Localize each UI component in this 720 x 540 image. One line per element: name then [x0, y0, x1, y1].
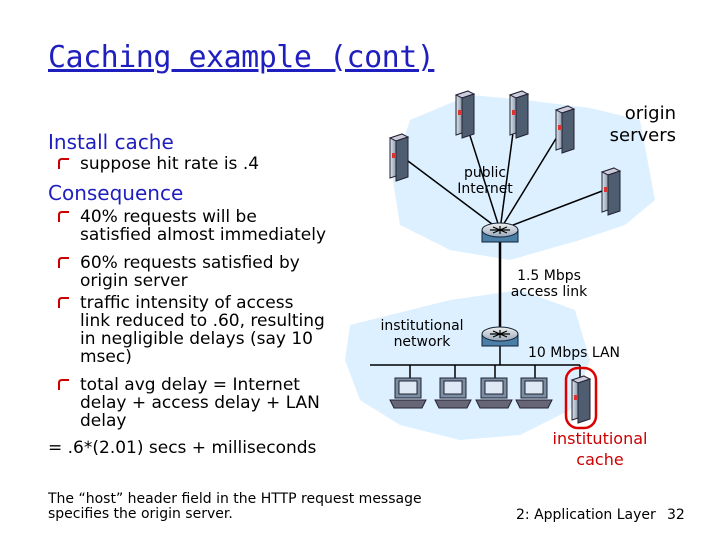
bullet-line: msec) [80, 347, 132, 367]
public-internet-label: public Internet [440, 165, 530, 197]
page-number: 32 [667, 507, 685, 523]
router-icon [481, 326, 519, 347]
bullet-line: satisfied almost immediately [80, 225, 327, 245]
pc-icon [515, 377, 553, 409]
pc-icon [475, 377, 513, 409]
list-item: total avg delay = Internet delay + acces… [58, 375, 320, 431]
bullet-line: total avg delay = Internet [80, 375, 300, 395]
bullet-line: delay + access delay + LAN [80, 393, 320, 413]
institutional-network-label: institutional network [370, 318, 474, 350]
footnote-line: The “host” header field in the HTTP requ… [48, 491, 422, 507]
lan-label: 10 Mbps LAN [528, 345, 621, 361]
list-item: traffic intensity of access link reduced… [58, 293, 325, 367]
heading-install-cache: Install cache [48, 130, 174, 154]
label-line: institutional [552, 429, 648, 448]
server-icon [454, 90, 476, 139]
server-icon [388, 133, 410, 182]
label-line: institutional [380, 318, 464, 334]
label-line: origin [624, 103, 676, 124]
pc-icon [434, 377, 472, 409]
footer-chapter: 2: Application Layer [516, 507, 656, 523]
internet-cloud [392, 95, 655, 260]
origin-servers-label: origin servers [590, 103, 676, 147]
label-line: cache [576, 450, 624, 469]
cache-server-icon [564, 366, 598, 430]
bullet-icon [58, 379, 69, 390]
server-icon [508, 90, 530, 139]
heading-consequence: Consequence [48, 181, 184, 205]
bullet-line: origin server [80, 271, 188, 291]
label-line: access link [510, 284, 588, 300]
label-line: public [463, 165, 507, 181]
bullet-line: link reduced to .60, resulting [80, 311, 325, 331]
server-icon [554, 105, 576, 154]
bullet-icon [58, 211, 69, 222]
bullet-line: 60% requests satisfied by [80, 253, 300, 273]
result-line: = .6*(2.01) secs + milliseconds [48, 438, 317, 458]
list-item: 40% requests will be satisfied almost im… [58, 207, 327, 245]
bullet-icon [58, 158, 69, 169]
label-line: network [393, 334, 451, 350]
bullet-line: traffic intensity of access [80, 293, 294, 313]
pc-icon [389, 377, 427, 409]
bullet-line: in negligible delays (say 10 [80, 329, 313, 349]
slide-title: Caching example (cont) [48, 40, 435, 75]
router-icon [481, 222, 519, 243]
bullet-line: 40% requests will be [80, 207, 257, 227]
bullet-line: delay [80, 411, 127, 431]
bullet-icon [58, 297, 69, 308]
bullet-text: suppose hit rate is .4 [80, 154, 260, 174]
access-link-label: 1.5 Mbps access link [503, 268, 595, 300]
internet-links [399, 117, 611, 231]
footnote: The “host” header field in the HTTP requ… [48, 492, 422, 522]
label-line: servers [609, 125, 676, 146]
list-item: 60% requests satisfied by origin server [58, 253, 300, 291]
bullet-icon [58, 257, 69, 268]
footnote-line: specifies the origin server. [48, 506, 233, 522]
bullet-hit-rate: suppose hit rate is .4 [58, 154, 260, 174]
institutional-cache-label: institutional cache [540, 428, 660, 470]
server-icon [600, 167, 622, 216]
label-line: 1.5 Mbps [517, 268, 581, 284]
label-line: Internet [457, 181, 513, 197]
